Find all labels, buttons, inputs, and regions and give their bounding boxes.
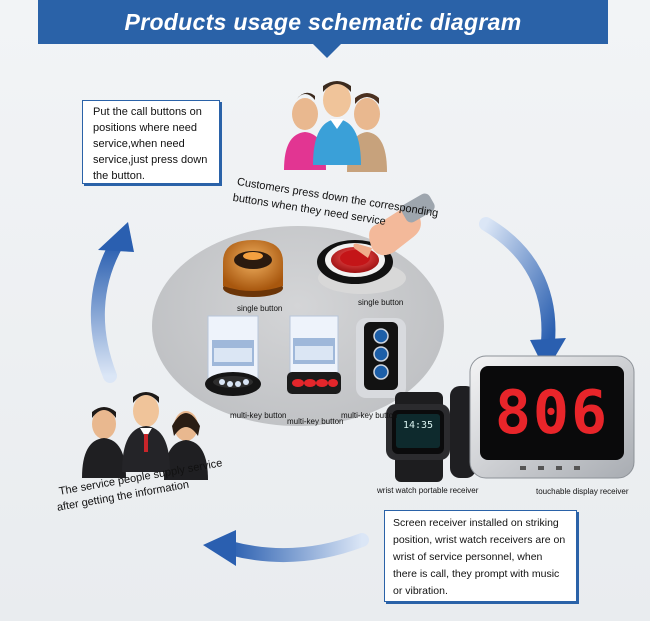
wrist-watch-receiver-icon bbox=[386, 386, 476, 482]
multi-key-button-2-icon bbox=[287, 315, 341, 394]
display-receiver-icon bbox=[469, 355, 635, 479]
title-banner-notch bbox=[313, 44, 341, 58]
call-button-note: Put the call buttons on positions where … bbox=[82, 100, 220, 184]
display-number-readout: 806 bbox=[494, 378, 610, 448]
page-title: Products usage schematic diagram bbox=[124, 9, 522, 35]
watch-time-readout: 14:35 bbox=[402, 420, 434, 431]
flow-arrow-left bbox=[90, 222, 134, 383]
flow-arrow-right bbox=[479, 217, 566, 372]
customers-group-icon bbox=[284, 81, 387, 172]
receiver-note: Screen receiver installed on striking po… bbox=[384, 510, 577, 602]
display-receiver-label: touchable display receiver bbox=[536, 487, 629, 496]
single-button-label-2: single button bbox=[358, 298, 404, 307]
multi-key-label-2: multi-key button bbox=[287, 417, 344, 426]
single-button-wood-icon bbox=[223, 240, 283, 297]
multi-key-button-1-icon bbox=[205, 315, 261, 396]
multi-key-label-3: multi-key button bbox=[341, 411, 398, 420]
single-button-label-1: single button bbox=[237, 304, 283, 313]
flow-arrow-bottom bbox=[203, 530, 369, 566]
pressing-hand-icon bbox=[353, 193, 435, 258]
multi-key-label-1: multi-key button bbox=[230, 411, 287, 420]
multi-key-button-3-icon bbox=[356, 318, 406, 398]
watch-receiver-label: wrist watch portable receiver bbox=[377, 486, 479, 495]
service-staff-group-icon bbox=[82, 392, 208, 480]
title-banner bbox=[38, 0, 608, 44]
